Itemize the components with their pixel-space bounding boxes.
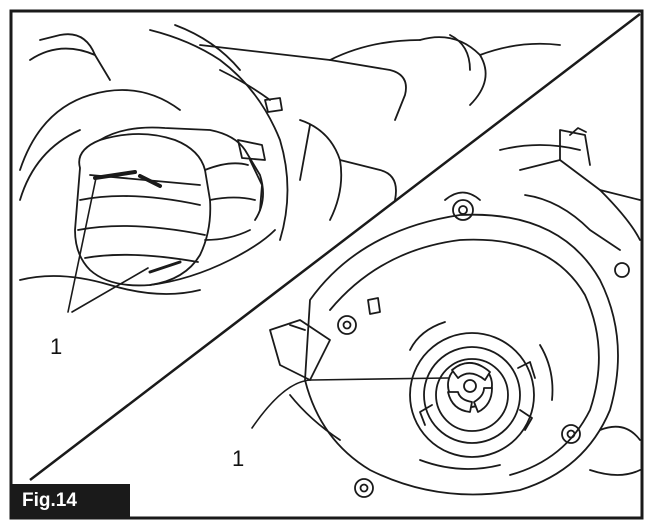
bottom-right-assembly: [251, 127, 641, 498]
figure-label: Fig.14: [12, 484, 130, 518]
callout-number-top: 1: [50, 334, 63, 359]
diagonal-divider: [29, 13, 641, 481]
callout-number-bottom: 1: [232, 446, 245, 471]
top-left-assembly: [19, 24, 561, 313]
figure-border: [9, 9, 644, 520]
